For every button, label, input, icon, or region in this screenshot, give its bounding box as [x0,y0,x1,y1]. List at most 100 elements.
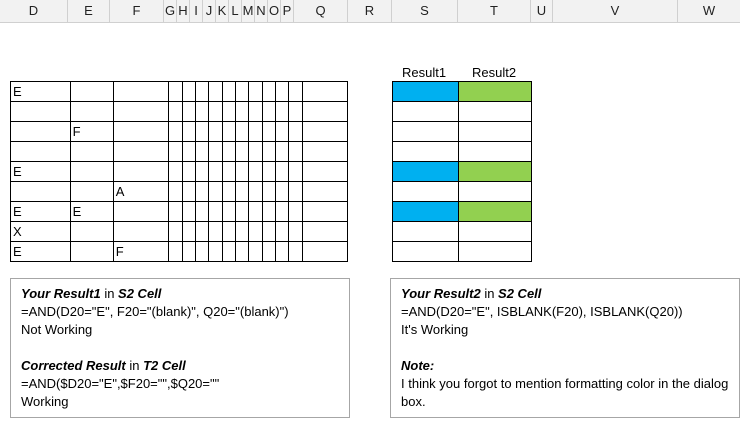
cell-n[interactable] [261,201,276,222]
cell-h[interactable] [181,241,196,262]
cell-q[interactable] [301,141,349,162]
result1-cell[interactable] [392,161,459,182]
cell-n[interactable] [261,221,276,242]
col-header-e[interactable]: E [68,0,110,22]
cell-h[interactable] [181,141,196,162]
cell-f[interactable] [112,121,170,142]
cell-q[interactable] [301,201,349,222]
cell-h[interactable] [181,201,196,222]
cell-f[interactable] [112,141,170,162]
cell-q[interactable] [301,181,349,202]
cell-h[interactable] [181,161,196,182]
cell-d[interactable]: X [10,221,71,242]
cell-j[interactable] [208,201,223,222]
cell-d[interactable] [10,141,71,162]
cell-g[interactable] [168,101,183,122]
cell-p[interactable] [288,141,303,162]
cell-j[interactable] [208,141,223,162]
cell-e[interactable] [69,81,114,102]
col-header-r[interactable]: R [348,0,392,22]
cell-i[interactable] [194,81,210,102]
col-header-s[interactable]: S [392,0,458,22]
result1-cell[interactable] [392,101,459,122]
cell-m[interactable] [248,141,263,162]
cell-g[interactable] [168,121,183,142]
cell-j[interactable] [208,181,223,202]
cell-k[interactable] [221,81,236,102]
cell-o[interactable] [274,101,290,122]
cell-q[interactable] [301,241,349,262]
cell-k[interactable] [221,121,236,142]
cell-m[interactable] [248,241,263,262]
cell-i[interactable] [194,101,210,122]
col-header-o[interactable]: O [268,0,281,22]
cell-l[interactable] [234,81,250,102]
cell-h[interactable] [181,121,196,142]
cell-e[interactable] [69,241,114,262]
cell-o[interactable] [274,121,290,142]
col-header-n[interactable]: N [255,0,268,22]
cell-e[interactable] [69,221,114,242]
cell-o[interactable] [274,161,290,182]
cell-j[interactable] [208,221,223,242]
cell-o[interactable] [274,81,290,102]
result1-cell[interactable] [392,221,459,242]
result1-cell[interactable] [392,201,459,222]
cell-f[interactable]: F [112,241,170,262]
cell-f[interactable] [112,161,170,182]
cell-l[interactable] [234,101,250,122]
cell-d[interactable]: E [10,241,71,262]
cell-d[interactable]: E [10,201,71,222]
cell-p[interactable] [288,101,303,122]
col-header-t[interactable]: T [458,0,531,22]
result2-cell[interactable] [458,141,532,162]
cell-e[interactable]: F [69,121,114,142]
cell-l[interactable] [234,241,250,262]
cell-g[interactable] [168,221,183,242]
cell-j[interactable] [208,81,223,102]
col-header-p[interactable]: P [281,0,294,22]
cell-i[interactable] [194,141,210,162]
cell-e[interactable] [69,101,114,122]
result1-cell[interactable] [392,81,459,102]
cell-o[interactable] [274,221,290,242]
cell-j[interactable] [208,241,223,262]
result2-cell[interactable] [458,201,532,222]
cell-j[interactable] [208,161,223,182]
cell-l[interactable] [234,141,250,162]
result1-cell[interactable] [392,181,459,202]
col-header-d[interactable]: D [0,0,68,22]
col-header-f[interactable]: F [110,0,164,22]
result2-cell[interactable] [458,101,532,122]
cell-g[interactable] [168,81,183,102]
cell-n[interactable] [261,81,276,102]
cell-k[interactable] [221,221,236,242]
cell-h[interactable] [181,221,196,242]
cell-i[interactable] [194,121,210,142]
cell-o[interactable] [274,241,290,262]
cell-l[interactable] [234,161,250,182]
col-header-m[interactable]: M [242,0,255,22]
cell-k[interactable] [221,141,236,162]
result2-cell[interactable] [458,121,532,142]
cell-p[interactable] [288,81,303,102]
cell-d[interactable]: E [10,81,71,102]
cell-e[interactable] [69,141,114,162]
cell-h[interactable] [181,81,196,102]
cell-l[interactable] [234,201,250,222]
col-header-w[interactable]: W [702,3,716,18]
result2-cell[interactable] [458,221,532,242]
cell-h[interactable] [181,101,196,122]
cell-j[interactable] [208,101,223,122]
cell-q[interactable] [301,101,349,122]
cell-k[interactable] [221,161,236,182]
cell-n[interactable] [261,241,276,262]
col-header-l[interactable]: L [229,0,242,22]
cell-m[interactable] [248,121,263,142]
cell-p[interactable] [288,121,303,142]
cell-d[interactable] [10,181,71,202]
result1-cell[interactable] [392,241,459,262]
cell-o[interactable] [274,201,290,222]
cell-i[interactable] [194,201,210,222]
cell-n[interactable] [261,141,276,162]
